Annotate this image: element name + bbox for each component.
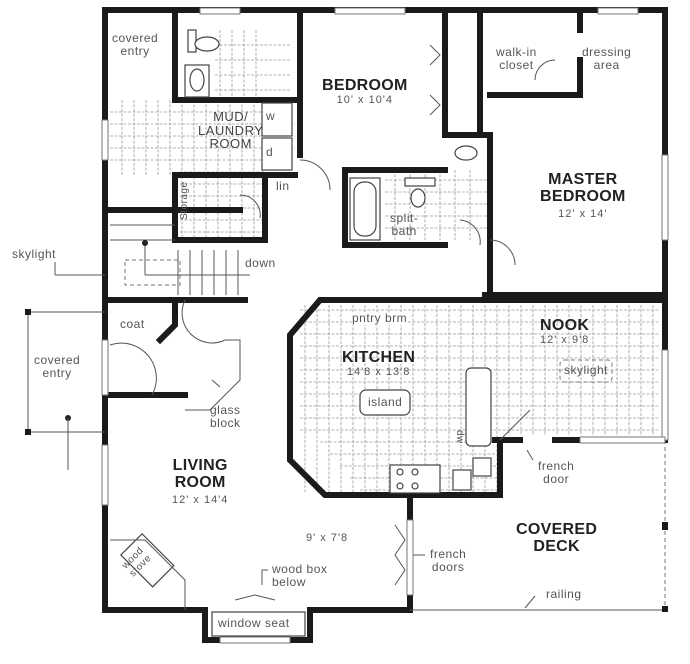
label-line: door	[543, 471, 570, 486]
railing-label: railing	[546, 587, 582, 601]
stairs	[54, 224, 250, 295]
left-covered-entry-outline	[25, 309, 105, 470]
room-dims: 12' x 14'4	[172, 493, 229, 506]
label-line: ROOM	[209, 136, 252, 152]
label-line: doors	[431, 559, 465, 574]
master-bedroom-label: MASTER BEDROOM 12' x 14'	[540, 171, 626, 220]
glass-block-label: glass block	[210, 404, 241, 429]
label-line: bath	[391, 223, 417, 238]
kitchen-label: KITCHEN 14'8 x 13'8	[342, 349, 416, 378]
label-line: walk-in	[496, 45, 537, 59]
wood-box-label: wood box below	[272, 563, 327, 588]
dressing-area-label: dressing area	[582, 46, 631, 71]
room-dims: 12' x 14'	[558, 207, 608, 220]
deck-outline	[410, 440, 668, 612]
window-seat-label: window seat	[218, 616, 290, 630]
washer-label: w	[266, 109, 276, 123]
label-line: split-	[390, 211, 419, 225]
stairs-down-label: down	[245, 256, 276, 270]
label-line: covered	[112, 31, 159, 45]
label-line: glass	[210, 403, 241, 417]
dryer-label: d	[266, 145, 274, 159]
room-name: COVERED	[516, 521, 598, 538]
french-doors-label: french doors	[430, 548, 466, 573]
covered-entry-left-label: covered entry	[34, 354, 80, 379]
room-name: KITCHEN	[342, 349, 416, 366]
label-line: closet	[499, 57, 534, 72]
room-name: BEDROOM	[322, 77, 408, 94]
mud-laundry-label: MUD/ LAUNDRY ROOM	[198, 110, 263, 151]
nook-label: NOOK 12' x 9'8	[540, 317, 590, 346]
label-line: covered	[34, 353, 81, 367]
label-line: MUD/	[213, 109, 249, 124]
storage-label: Storage	[179, 181, 190, 220]
room-name: MASTER	[548, 171, 618, 188]
covered-entry-top-label: covered entry	[112, 32, 158, 57]
living-room-label: LIVING ROOM 12' x 14'4	[172, 457, 229, 506]
room-dims: 14'8 x 13'8	[346, 365, 411, 378]
leader-lines	[211, 379, 536, 609]
bedroom-label: BEDROOM 10' x 10'4	[322, 77, 408, 106]
walk-in-closet-label: walk-in closet	[496, 46, 537, 71]
room-name: LIVING	[172, 457, 228, 474]
island-label: island	[368, 395, 403, 409]
room-name: DECK	[533, 537, 580, 555]
coat-closet-label: coat	[120, 317, 145, 331]
pantry-broom-label: pntry brm	[352, 311, 408, 325]
windows	[101, 7, 669, 644]
interior-walls	[102, 7, 583, 398]
label-line: area	[593, 57, 620, 72]
fixtures	[110, 29, 613, 637]
label-line: below	[272, 574, 306, 589]
dishwasher-label: dw	[454, 430, 465, 444]
label-line: dressing	[582, 45, 632, 59]
door-swings	[109, 44, 556, 601]
label-line: block	[210, 415, 241, 430]
skylight-left-label: skylight	[12, 247, 57, 261]
label-line: entry	[42, 365, 72, 380]
linen-label: lin	[276, 179, 290, 193]
french-door-label: french door	[538, 460, 574, 485]
label-line: french	[430, 547, 467, 561]
room-name: BEDROOM	[540, 187, 626, 205]
room-dims: 12' x 9'8	[540, 333, 590, 346]
split-bath-label: split- bath	[390, 212, 418, 237]
label-line: LAUNDRY	[198, 122, 264, 138]
label-line: entry	[120, 43, 150, 58]
covered-deck-label: COVERED DECK	[516, 521, 598, 556]
nook-skylight-label: skylight	[564, 363, 609, 377]
room-dims: 10' x 10'4	[336, 93, 394, 106]
room-name: ROOM	[174, 473, 226, 491]
room-name: NOOK	[540, 317, 590, 334]
label-line: wood box	[272, 562, 328, 576]
label-line: french	[538, 459, 575, 473]
dining-dims-label: 9' x 7'8	[306, 532, 349, 544]
